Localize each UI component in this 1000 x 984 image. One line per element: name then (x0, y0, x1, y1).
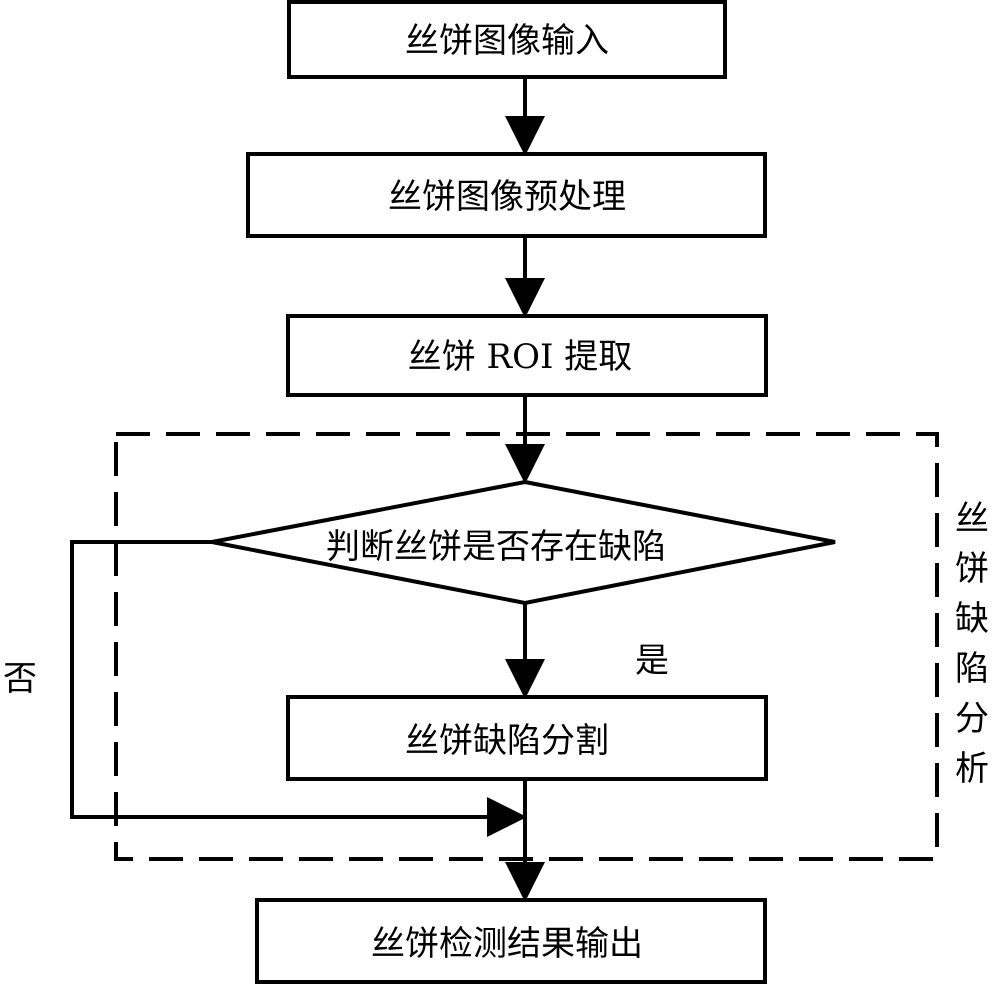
node-roi-extraction: 丝饼 ROI 提取 (286, 314, 768, 397)
node-result-output: 丝饼检测结果输出 (255, 898, 767, 984)
group-label-char: 析 (955, 749, 989, 789)
group-label-char: 丝 (955, 499, 989, 539)
edge-label-yes: 是 (635, 641, 669, 681)
node-label: 丝饼图像输入 (405, 21, 609, 61)
node-label: 丝饼检测结果输出 (371, 924, 643, 964)
edge-label-no: 否 (3, 659, 37, 699)
edge-decision-no-to-output (70, 540, 527, 837)
group-label-char: 陷 (955, 649, 989, 689)
node-label: 丝饼图像预处理 (388, 177, 626, 217)
node-label: 丝饼 ROI 提取 (408, 337, 633, 377)
node-preprocess: 丝饼图像预处理 (246, 152, 767, 238)
node-defect-segmentation: 丝饼缺陷分割 (286, 695, 768, 781)
group-label-char: 饼 (955, 549, 989, 589)
group-label-char: 分 (955, 699, 989, 739)
node-defect-decision: 判断丝饼是否存在缺陷 (211, 479, 836, 606)
node-image-input: 丝饼图像输入 (287, 0, 727, 79)
decision-label: 判断丝饼是否存在缺陷 (326, 527, 666, 567)
node-label: 丝饼缺陷分割 (405, 721, 609, 761)
group-label-char: 缺 (955, 599, 989, 639)
defect-analysis-group-label: 丝 饼 缺 陷 分 析 (955, 499, 989, 789)
